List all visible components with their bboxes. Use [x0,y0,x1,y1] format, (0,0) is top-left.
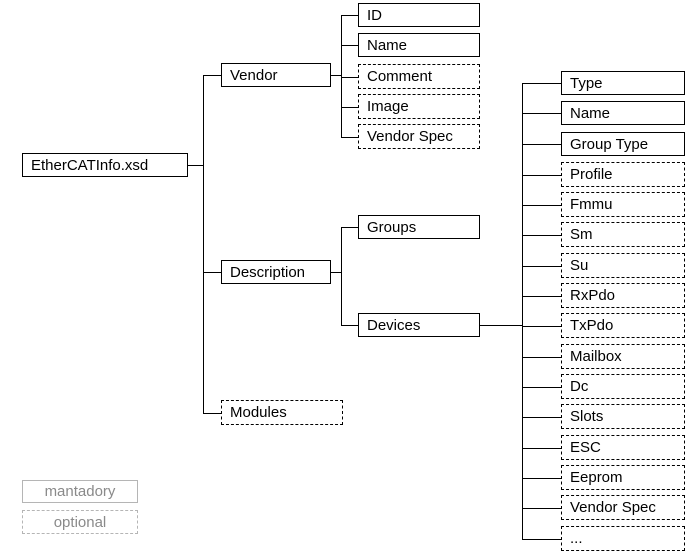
devices-branch-line-12 [522,447,561,449]
node-label: Description [230,263,306,281]
node-label: Vendor Spec [367,128,453,145]
node-label: ESC [570,439,601,456]
node-label: RxPdo [570,287,616,304]
node-vendor-child-1: Name [358,33,480,57]
devices-branch-line-5 [522,234,561,236]
node-level1-1: Description [221,260,331,284]
node-device-child-3: Profile [561,162,685,187]
legend-item-1: optional [22,510,138,534]
devices-branch-line-11 [522,416,561,418]
node-label: Dc [570,378,589,395]
description-branch-line-1 [341,325,358,326]
node-level1-2: Modules [221,400,343,425]
node-label: Comment [367,68,433,85]
devices-bus-line [522,83,523,539]
vendor-stub-line [331,75,341,76]
node-device-child-13: Eeprom [561,465,685,490]
legend-label: mantadory [44,483,116,500]
devices-branch-line-15 [522,538,561,540]
vendor-branch-line-4 [341,136,358,138]
vendor-branch-line-2 [341,76,358,78]
node-device-child-5: Sm [561,222,685,247]
node-label: TxPdo [570,317,614,334]
root-bus-line [203,75,204,413]
vendor-branch-line-1 [341,45,358,46]
node-description-child-1: Devices [358,313,480,337]
node-label: Su [570,257,589,274]
node-device-child-8: TxPdo [561,313,685,338]
root-branch-line-0 [203,75,221,76]
node-device-child-0: Type [561,71,685,95]
node-device-child-14: Vendor Spec [561,495,685,520]
node-level1-0: Vendor [221,63,331,87]
devices-branch-line-2 [522,144,561,145]
node-label: Type [570,74,603,92]
node-vendor-child-3: Image [358,94,480,119]
vendor-branch-line-0 [341,15,358,16]
root-branch-line-1 [203,272,221,273]
node-label: Eeprom [570,469,623,486]
node-device-child-15: ... [561,526,685,551]
node-label: Mailbox [570,348,622,365]
node-label: Devices [367,316,421,334]
devices-branch-line-8 [522,325,561,327]
node-device-child-7: RxPdo [561,283,685,308]
node-device-child-9: Mailbox [561,344,685,369]
node-vendor-child-2: Comment [358,64,480,89]
vendor-branch-line-3 [341,106,358,108]
node-label: Groups [367,218,417,236]
node-device-child-6: Su [561,253,685,278]
node-vendor-child-0: ID [358,3,480,27]
description-bus-line [341,227,342,325]
node-label: Vendor Spec [570,499,656,516]
devices-branch-line-13 [522,477,561,479]
devices-branch-line-6 [522,265,561,267]
node-device-child-12: ESC [561,435,685,460]
node-label: EtherCATInfo.xsd [31,156,149,174]
devices-branch-line-14 [522,507,561,509]
node-device-child-11: Slots [561,404,685,429]
node-device-child-10: Dc [561,374,685,399]
devices-branch-line-7 [522,295,561,297]
node-device-child-4: Fmmu [561,192,685,217]
root-branch-line-2 [203,412,221,414]
devices-branch-line-9 [522,356,561,358]
devices-branch-line-4 [522,204,561,206]
devices-branch-line-0 [522,83,561,84]
node-label: Name [570,104,611,122]
node-label: Profile [570,166,613,183]
node-device-child-1: Name [561,101,685,125]
root-stub-line [188,165,203,166]
node-label: ID [367,6,382,24]
description-stub-line [331,272,341,273]
node-label: Slots [570,408,604,425]
node-label: ... [570,530,583,547]
vendor-bus-line [341,15,342,137]
devices-stub-line [480,325,522,326]
node-description-child-0: Groups [358,215,480,239]
devices-branch-line-10 [522,386,561,388]
node-label: Sm [570,226,593,243]
legend-item-0: mantadory [22,480,138,503]
description-branch-line-0 [341,227,358,228]
node-label: Group Type [570,135,649,153]
node-label: Vendor [230,66,278,84]
node-label: Fmmu [570,196,613,213]
node-root-0: EtherCATInfo.xsd [22,153,188,177]
node-label: Image [367,98,409,115]
node-label: Name [367,36,408,54]
node-device-child-2: Group Type [561,132,685,156]
legend-label: optional [53,513,107,531]
devices-branch-line-3 [522,174,561,176]
node-vendor-child-4: Vendor Spec [358,124,480,149]
devices-branch-line-1 [522,113,561,114]
node-label: Modules [230,404,287,421]
